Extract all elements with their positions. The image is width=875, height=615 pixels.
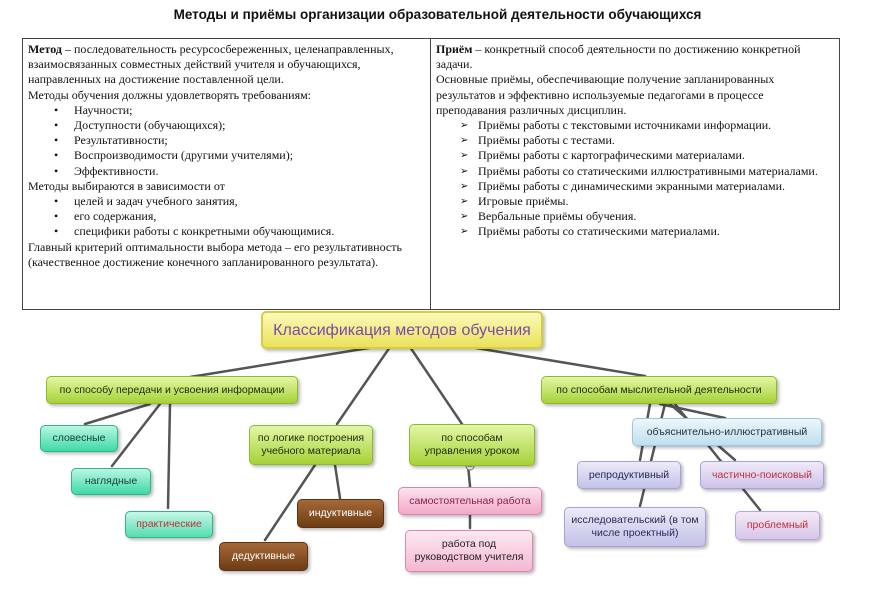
- connector-line: [408, 345, 464, 426]
- technique-term: Приём: [436, 42, 473, 56]
- leaf-node-independent-work: самостоятельная работа: [398, 487, 542, 515]
- arrow-bullet-icon: ➢: [460, 135, 469, 147]
- selection-criterion: Главный критерий оптимальности выбора ме…: [28, 239, 402, 269]
- technique-item: ➢ Приёмы работы с тестами.: [436, 133, 832, 148]
- branch-node-logic: по логике построения учебного материала: [249, 425, 373, 465]
- arrow-bullet-icon: ➢: [460, 165, 469, 177]
- technique-text: Приёмы работы с текстовыми источниками и…: [478, 118, 772, 133]
- techniques-intro: Основные приёмы, обеспечивающие получени…: [436, 72, 775, 117]
- depends-text: специфики работы с конкретными обучающим…: [74, 224, 335, 239]
- connector-line: [333, 463, 342, 500]
- depends-item: • специфики работы с конкретными обучающи…: [28, 224, 423, 239]
- arrow-bullet-icon: ➢: [460, 226, 469, 238]
- table-middle-border: [430, 39, 431, 309]
- requirements-list: •Научности; •Доступности (обучающихся); …: [28, 103, 423, 179]
- connector-line: [188, 345, 377, 379]
- leaf-node-explanatory: объяснительно-иллюстративный: [632, 418, 822, 446]
- connector-line: [468, 345, 647, 378]
- technique-text: Игровые приёмы.: [478, 194, 569, 209]
- requirement-item: • Эффективности.: [28, 164, 423, 179]
- requirement-text: Доступности (обучающихся);: [74, 118, 226, 133]
- method-cell: Метод – последовательность ресурсосбереж…: [28, 42, 423, 270]
- arrow-bullet-icon: ➢: [460, 196, 469, 208]
- methods-mind-map: Классификация методов обучения по способ…: [0, 300, 875, 615]
- technique-item: ➢ Вербальные приёмы обучения.: [436, 209, 832, 224]
- technique-text: Приёмы работы со статическими материалам…: [478, 224, 720, 239]
- technique-definition-text: – конкретный способ деятельности по дост…: [436, 42, 801, 72]
- depends-list: • целей и задач учебного занятия, • его со…: [28, 194, 423, 240]
- leaf-node-visual: наглядные: [71, 468, 151, 495]
- technique-text: Приёмы работы с картографическими матери…: [478, 148, 745, 163]
- requirement-item: • Научности;: [28, 103, 423, 118]
- depends-intro: Методы выбираются в зависимости от: [28, 178, 225, 193]
- technique-item: ➢ Приёмы работы со статическими иллюстрат…: [436, 164, 832, 179]
- technique-item: ➢ Приёмы работы с текстовыми источниками …: [436, 118, 832, 133]
- page-title: Методы и приёмы организации образователь…: [173, 7, 702, 22]
- leaf-node-research: исследовательский (в том числе проектный…: [564, 507, 706, 547]
- arrow-bullet-icon: ➢: [460, 211, 469, 223]
- requirements-intro: Методы обучения должны удовлетворять тре…: [28, 87, 312, 102]
- technique-text: Приёмы работы с динамическими экранными …: [478, 178, 786, 193]
- requirement-text: Результативности;: [74, 133, 168, 148]
- method-definition-text: – последовательность ресурсосбереженных,…: [28, 42, 394, 87]
- leaf-node-practical: практические: [125, 511, 213, 538]
- depends-text: целей и задач учебного занятия,: [74, 194, 238, 209]
- method-definition: Метод – последовательность ресурсосбереж…: [28, 42, 423, 88]
- table-right-border: [839, 39, 840, 309]
- requirement-text: Эффективности.: [74, 163, 159, 178]
- technique-item: ➢ Приёмы работы со статическими материала…: [436, 224, 832, 239]
- method-term: Метод: [28, 42, 62, 56]
- arrow-bullet-icon: ➢: [460, 180, 469, 192]
- technique-text: Вербальные приёмы обучения.: [478, 209, 637, 224]
- bullet-icon: •: [54, 133, 59, 148]
- arrow-bullet-icon: ➢: [460, 150, 469, 162]
- branch-node-transfer: по способу передачи и усвоения информаци…: [46, 376, 298, 404]
- connector-line: [166, 402, 172, 510]
- depends-item: • его содержания,: [28, 209, 423, 224]
- bullet-icon: •: [54, 194, 59, 209]
- bullet-icon: •: [54, 118, 59, 133]
- technique-item: ➢ Приёмы работы с динамическими экранными…: [436, 179, 832, 194]
- bullet-icon: •: [54, 148, 59, 163]
- bullet-icon: •: [54, 224, 59, 239]
- requirement-text: Воспроизводимости (другими учителями);: [74, 148, 294, 163]
- depends-item: • целей и задач учебного занятия,: [28, 194, 423, 209]
- leaf-node-problem: проблемный: [735, 511, 820, 540]
- requirement-item: • Воспроизводимости (другими учителями);: [28, 148, 423, 163]
- leaf-node-inductive: индуктивные: [297, 499, 384, 528]
- techniques-list: ➢ Приёмы работы с текстовыми источниками …: [436, 118, 832, 240]
- bullet-icon: •: [54, 209, 59, 224]
- technique-text: Приёмы работы со статическими иллюстрати…: [478, 163, 818, 178]
- leaf-node-reproductive: репродуктивный: [577, 461, 681, 489]
- bullet-icon: •: [54, 102, 59, 117]
- leaf-node-guided-work: работа под руководством учителя: [405, 530, 533, 572]
- definitions-table: Метод – последовательность ресурсосбереж…: [22, 38, 840, 310]
- leaf-node-verbal: словесные: [40, 425, 118, 452]
- branch-node-thinking: по способам мыслительной деятельности: [541, 376, 777, 404]
- technique-text: Приёмы работы с тестами.: [478, 133, 615, 148]
- requirement-item: • Доступности (обучающихся);: [28, 118, 423, 133]
- leaf-node-deductive: дедуктивные: [219, 542, 308, 571]
- technique-item: ➢ Игровые приёмы.: [436, 194, 832, 209]
- technique-item: ➢ Приёмы работы с картографическими матер…: [436, 148, 832, 163]
- root-node: Классификация методов обучения: [261, 311, 543, 349]
- table-left-border: [22, 39, 23, 309]
- connector-line: [658, 402, 727, 420]
- connector-line: [110, 402, 162, 468]
- arrow-bullet-icon: ➢: [460, 120, 469, 132]
- technique-cell: Приём – конкретный способ деятельности п…: [436, 42, 832, 240]
- requirement-text: Научности;: [74, 102, 133, 117]
- depends-text: его содержания,: [74, 209, 157, 224]
- connector-line: [335, 345, 392, 426]
- leaf-node-partial-search: частично-поисковый: [700, 461, 824, 489]
- technique-definition: Приём – конкретный способ деятельности п…: [436, 42, 832, 72]
- connector-line: [83, 402, 152, 426]
- branch-node-management: по способам управления уроком: [409, 424, 535, 466]
- requirement-item: • Результативности;: [28, 133, 423, 148]
- bullet-icon: •: [54, 163, 59, 178]
- connector-line: [263, 463, 317, 542]
